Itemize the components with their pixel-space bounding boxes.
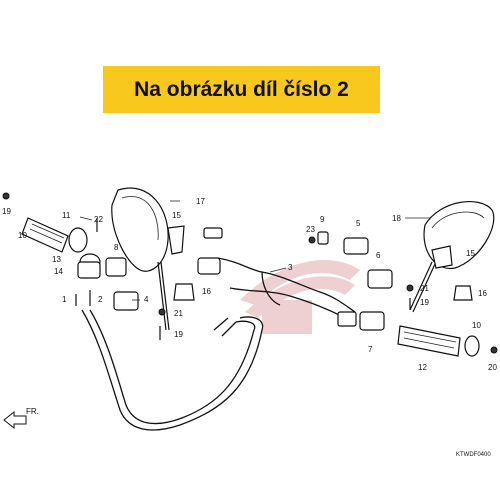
callout-16-right: 16 [478, 289, 487, 298]
throttle-cables [81, 309, 264, 431]
callout-17: 17 [196, 197, 205, 206]
callout-19-left: 19 [174, 330, 183, 339]
callout-10: 10 [18, 231, 27, 240]
callout-23: 23 [306, 225, 315, 234]
part-number-banner: Na obrázku díl číslo 2 [103, 66, 380, 113]
callout-3: 3 [288, 263, 293, 272]
callout-7: 7 [368, 345, 373, 354]
callout-20-right: 20 [488, 363, 497, 372]
front-direction-arrow: FR. [3, 407, 39, 430]
callout-21-left: 21 [174, 309, 183, 318]
mirror-boots [167, 225, 473, 301]
banner-text: Na obrázku díl číslo 2 [134, 77, 349, 101]
callout-1: 1 [62, 295, 67, 304]
right-grip-assembly [397, 325, 498, 357]
wiring-harness [197, 227, 357, 327]
callout-15-right: 15 [466, 249, 475, 258]
callout-labels: 19 10 11 22 13 14 8 1 2 4 17 15 16 21 19… [2, 197, 497, 372]
callout-11: 11 [62, 211, 71, 220]
left-switch-parts [75, 218, 139, 311]
callout-15-left: 15 [172, 211, 181, 220]
callout-18: 18 [392, 214, 401, 223]
callout-14: 14 [54, 267, 63, 276]
callout-4: 4 [144, 295, 149, 304]
callout-20: 19 [2, 207, 11, 216]
callout-22: 22 [94, 215, 103, 224]
callout-19-right: 19 [420, 298, 429, 307]
callout-12: 12 [418, 363, 427, 372]
callout-5: 5 [356, 219, 361, 228]
callout-8: 8 [114, 243, 119, 252]
callout-10-right: 10 [472, 321, 481, 330]
leader-lines [79, 200, 430, 301]
callout-16-left: 16 [202, 287, 211, 296]
left-mirror [111, 187, 170, 331]
honda-watermark-logo [240, 260, 360, 334]
callout-9: 9 [320, 215, 325, 224]
right-switch-parts [308, 231, 393, 331]
callout-6: 6 [376, 251, 381, 260]
callout-21-right: 21 [420, 284, 429, 293]
callout-13: 13 [52, 255, 61, 264]
fasteners [158, 284, 414, 340]
diagram-code: KTWDF0400 [456, 452, 491, 458]
callout-2: 2 [98, 295, 103, 304]
left-grip-assembly [2, 192, 101, 271]
front-label: FR. [26, 407, 39, 416]
